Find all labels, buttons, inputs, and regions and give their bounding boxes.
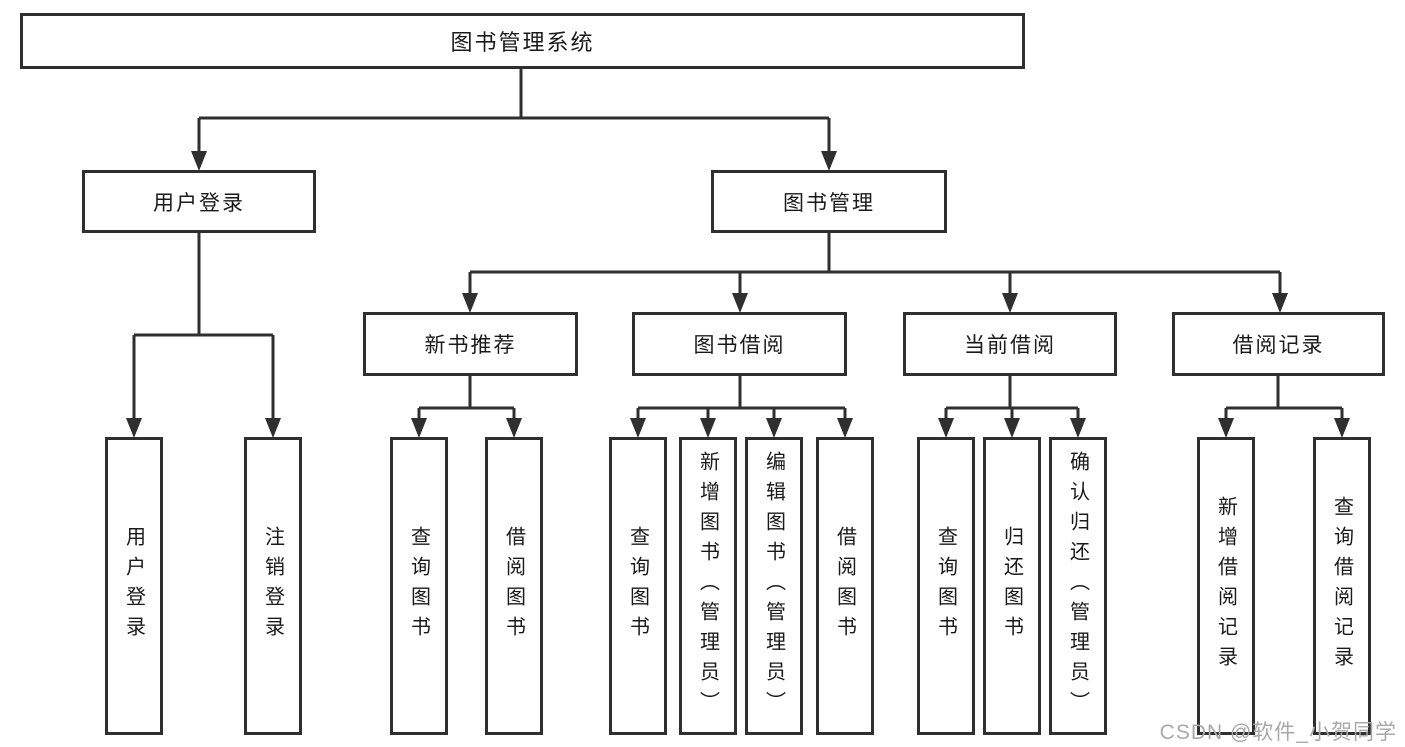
leaf-query-books-current: 查询图书 <box>917 437 975 735</box>
leaf-borrow-books-borrowing: 借阅图书 <box>816 437 874 735</box>
leaf-borrow-books-recommend: 借阅图书 <box>485 437 543 735</box>
csdn-watermark: CSDN @软件_小贺同学 <box>1159 721 1397 744</box>
node-library-management-system: 图书管理系统 <box>20 13 1025 69</box>
leaf-add-borrow-record: 新增借阅记录 <box>1197 437 1255 735</box>
leaf-query-books-borrowing: 查询图书 <box>609 437 667 735</box>
node-new-book-recommendation: 新书推荐 <box>363 312 578 376</box>
leaf-user-login: 用户登录 <box>105 437 163 735</box>
leaf-add-books-admin: 新增图书（管理员） <box>679 437 737 735</box>
node-user-login-branch: 用户登录 <box>82 170 316 233</box>
leaf-return-books: 归还图书 <box>983 437 1041 735</box>
leaf-query-borrow-record: 查询借阅记录 <box>1313 437 1371 735</box>
leaf-logout: 注销登录 <box>244 437 302 735</box>
node-book-borrowing: 图书借阅 <box>632 312 847 376</box>
leaf-edit-books-admin: 编辑图书（管理员） <box>745 437 803 735</box>
node-borrowing-records: 借阅记录 <box>1172 312 1385 376</box>
leaf-query-books-recommend: 查询图书 <box>390 437 448 735</box>
node-book-management: 图书管理 <box>711 170 947 233</box>
node-current-borrowing: 当前借阅 <box>903 312 1117 376</box>
leaf-confirm-return-admin: 确认归还（管理员） <box>1049 437 1107 735</box>
